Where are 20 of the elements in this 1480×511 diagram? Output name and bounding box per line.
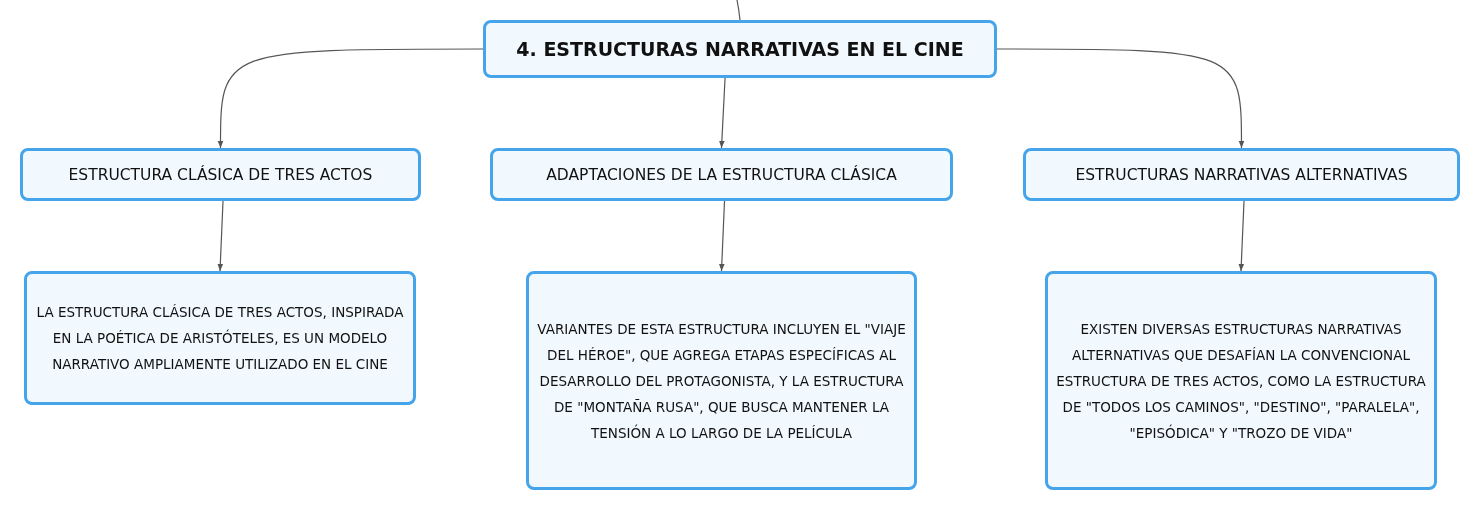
connector-arrow xyxy=(996,48,1245,149)
topic-box xyxy=(490,148,953,201)
connector-arrow xyxy=(1238,200,1245,272)
central-topic-box xyxy=(483,20,997,78)
node-text: 4. ESTRUCTURAS NARRATIVAS EN EL CINE xyxy=(516,37,964,61)
detail-box xyxy=(1045,271,1437,490)
detail-box xyxy=(24,271,416,405)
connector-arrow xyxy=(217,200,224,272)
node-text: ESTRUCTURAS NARRATIVAS ALTERNATIVAS xyxy=(1075,164,1408,185)
node-text: VARIANTES DE ESTA ESTRUCTURA INCLUYEN EL "VIAJE DEL HÉROE", QUE AGREGA ETAPAS ESPECÍFICAS AL DESARROLLO DEL PROTAGONISTA, Y LA ESTRUCTURA DE "MONTAÑA RUSA", QUE BUSCA MANTENER LA TENSIÓN A LO LARGO DE LA PELÍCULA xyxy=(537,319,906,443)
topic-box xyxy=(20,148,421,201)
detail-box xyxy=(526,271,917,490)
node-text: ADAPTACIONES DE LA ESTRUCTURA CLÁSICA xyxy=(546,164,897,185)
connector-arrow xyxy=(719,77,726,149)
topic-box xyxy=(1023,148,1460,201)
connector-arrow xyxy=(718,200,726,272)
connector-arrow xyxy=(217,48,484,149)
node-text: EXISTEN DIVERSAS ESTRUCTURAS NARRATIVAS ALTERNATIVAS QUE DESAFÍAN LA CONVENCIONAL ESTRUCTURA DE TRES ACTOS, COMO LA ESTRUCTURA DE "TODOS LOS CAMINOS", "DESTINO", "PARALELA", "EPISÓDICA" Y "TROZO DE VIDA" xyxy=(1056,319,1426,443)
node-text: ESTRUCTURA CLÁSICA DE TRES ACTOS xyxy=(68,164,373,185)
node-text: LA ESTRUCTURA CLÁSICA DE TRES ACTOS, INSPIRADA EN LA POÉTICA DE ARISTÓTELES, ES UN MODELO NARRATIVO AMPLIAMENTE UTILIZADO EN EL CINE xyxy=(35,303,405,374)
